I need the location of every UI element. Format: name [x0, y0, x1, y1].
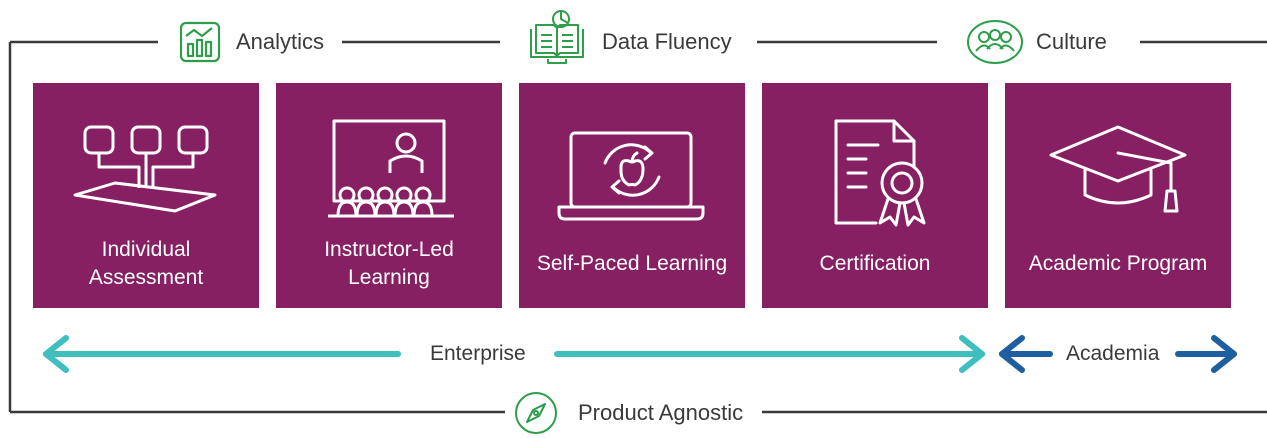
- enterprise-range-label: Enterprise: [430, 341, 526, 367]
- card-individual-assessment: Individual Assessment: [33, 83, 259, 308]
- culture-people-icon: [967, 20, 1023, 64]
- graduation-cap-icon: [1049, 125, 1187, 213]
- assessment-network-icon: [73, 125, 217, 213]
- card-label: Academic Program: [1028, 252, 1208, 275]
- card-academic-program: Academic Program: [1005, 83, 1231, 308]
- laptop-apple-icon: [557, 131, 705, 221]
- pillar-data-fluency-label: Data Fluency: [602, 29, 740, 55]
- card-label: Self-Paced Learning: [536, 252, 728, 275]
- card-label: Instructor-Led Learning: [324, 238, 454, 289]
- pillar-culture-label: Culture: [1036, 29, 1115, 55]
- analytics-chart-icon: [179, 21, 221, 63]
- certificate-seal-icon: [834, 119, 926, 227]
- card-label: Individual Assessment: [88, 238, 204, 289]
- data-fluency-book-icon: [530, 10, 584, 64]
- classroom-instructor-icon: [328, 119, 454, 218]
- card-instructor-led-learning: Instructor-Led Learning: [276, 83, 502, 308]
- card-certification: Certification: [762, 83, 988, 308]
- card-label: Certification: [819, 252, 931, 275]
- compass-icon: [515, 392, 557, 434]
- pillar-product-agnostic-label: Product Agnostic: [578, 400, 752, 426]
- card-self-paced-learning: Self-Paced Learning: [519, 83, 745, 308]
- pillar-analytics-label: Analytics: [236, 29, 333, 55]
- academia-range-label: Academia: [1066, 341, 1160, 367]
